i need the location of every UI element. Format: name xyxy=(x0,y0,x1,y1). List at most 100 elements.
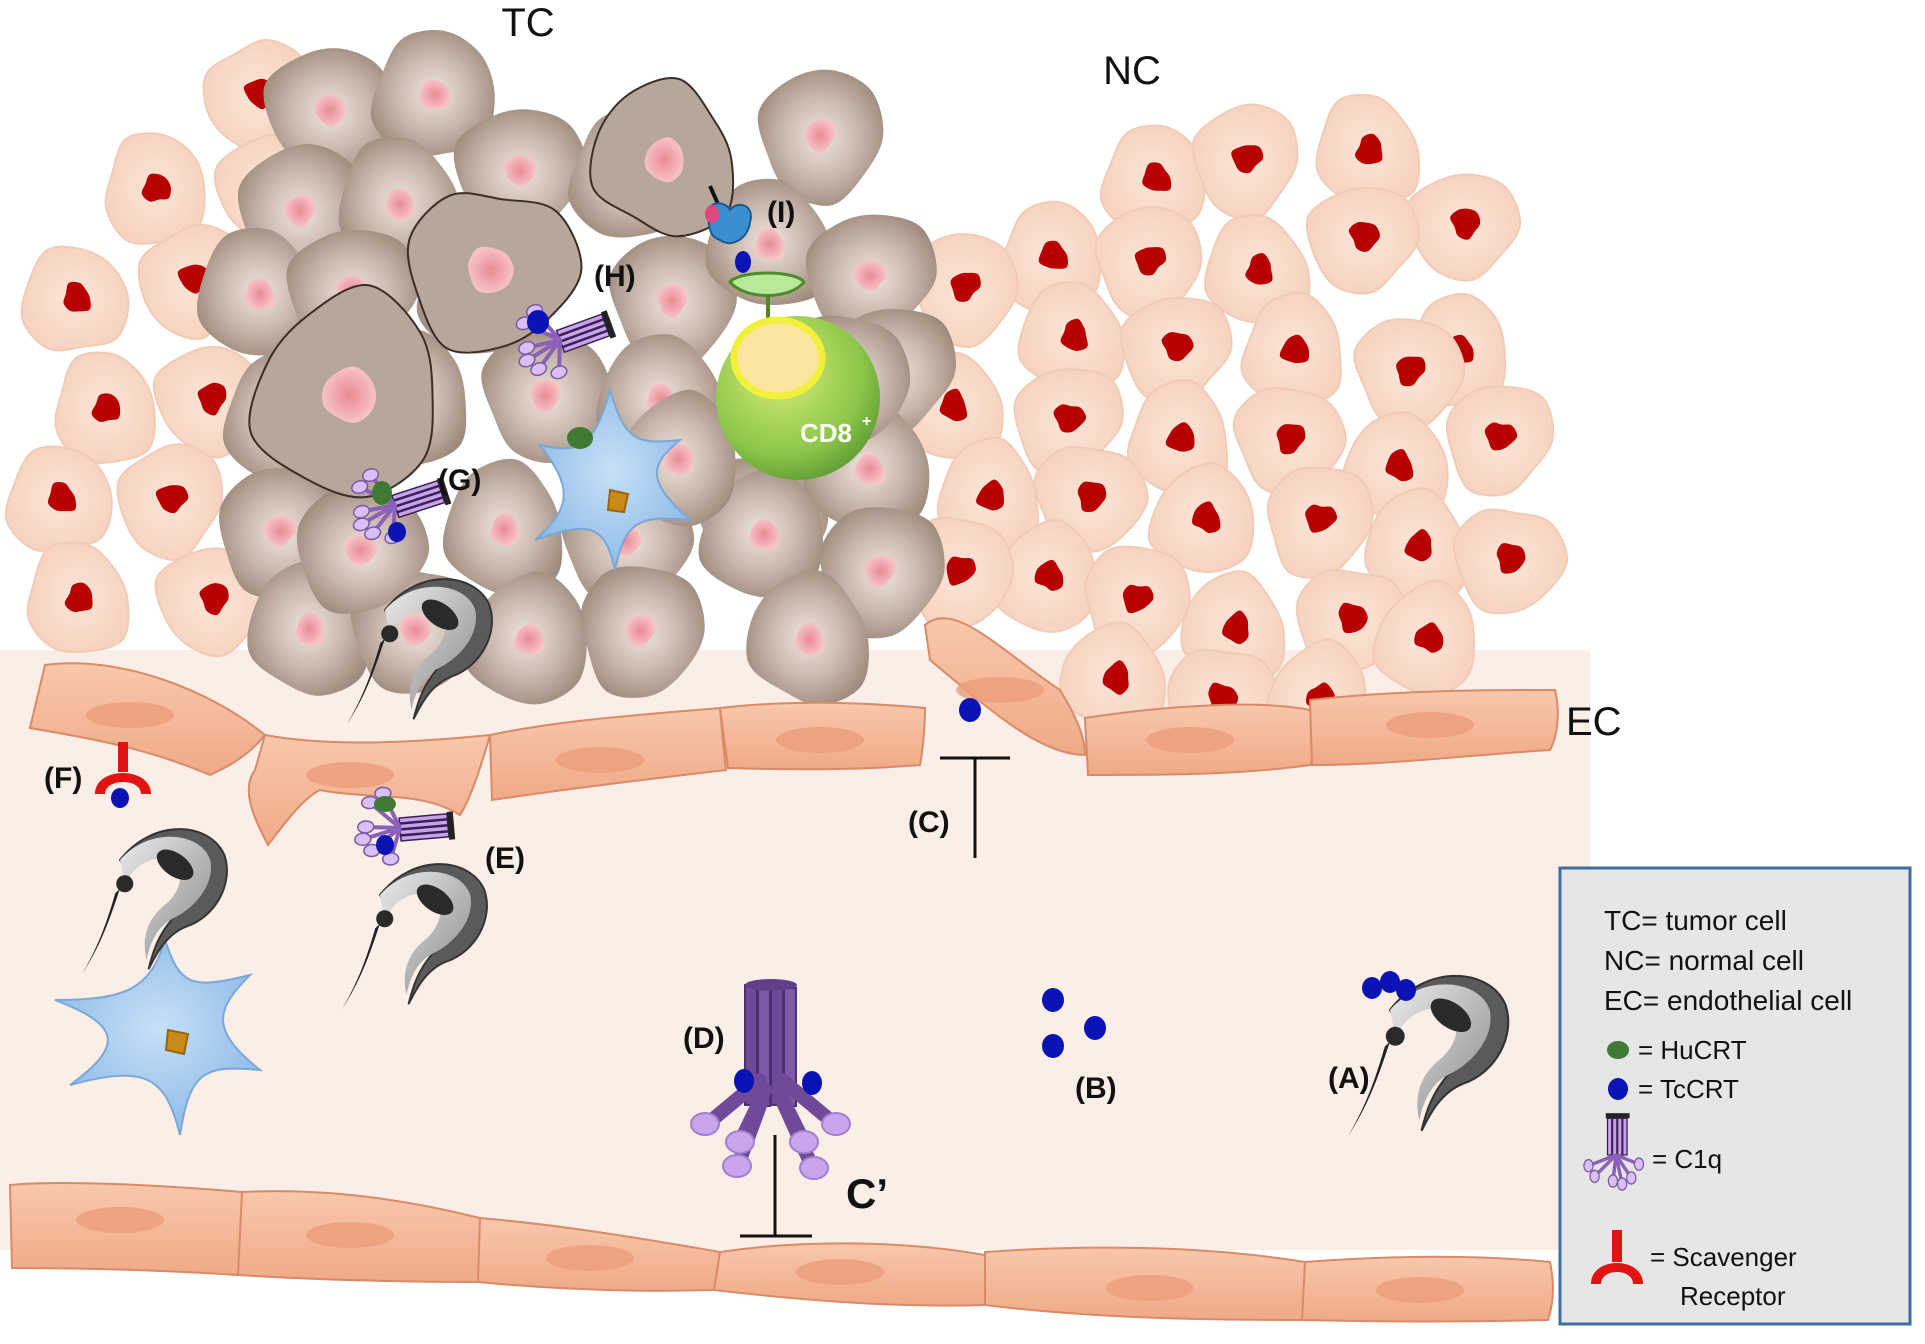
legend-tccrt: = TcCRT xyxy=(1638,1074,1739,1104)
cd8-sup: + xyxy=(862,413,871,430)
panel-label-h: (H) xyxy=(594,260,636,293)
dendritic-cell-icon xyxy=(534,386,693,571)
normal-nucleus xyxy=(141,173,171,202)
c1q-icon xyxy=(690,979,851,1238)
legend-c1q: = C1q xyxy=(1652,1144,1722,1174)
panel-label-g: (G) xyxy=(438,464,481,497)
tumor-nucleus xyxy=(468,246,514,294)
normal-nucleus xyxy=(1077,481,1107,513)
endothelium-bottom xyxy=(8,1181,1554,1323)
normal-nucleus xyxy=(63,281,91,312)
mhc-molecule-icon xyxy=(705,185,752,273)
normal-nucleus xyxy=(1122,584,1154,614)
tumor-nucleus xyxy=(419,79,451,110)
endothelial-cell-icon xyxy=(247,733,492,847)
panel-label-d: (D) xyxy=(683,1022,725,1055)
endothelial-nucleus xyxy=(1146,727,1234,753)
tumor-nucleus xyxy=(755,228,785,260)
normal-nucleus xyxy=(47,481,77,512)
tccrt-icon xyxy=(959,698,981,722)
tumor-nucleus xyxy=(322,366,377,423)
tccrt-icon xyxy=(376,835,394,855)
tumor-nucleus xyxy=(656,283,688,318)
normal-nucleus xyxy=(1034,559,1064,591)
normal-nucleus xyxy=(1414,622,1444,653)
normal-nucleus xyxy=(1348,221,1380,252)
c1q-icon xyxy=(354,786,456,866)
scavenger-receptor-icon xyxy=(1591,1230,1643,1284)
panel-label-a: (A) xyxy=(1328,1062,1370,1095)
tumor-nucleus xyxy=(489,512,519,546)
hucrt-icon xyxy=(1607,1041,1629,1059)
tccrt-icon xyxy=(734,1069,754,1093)
tccrt-icon xyxy=(111,788,129,808)
normal-nucleus xyxy=(1134,247,1167,276)
tumor-nucleus xyxy=(663,443,694,475)
normal-nucleus xyxy=(976,479,1004,511)
normal-nucleus xyxy=(197,382,227,416)
inhibition-marker xyxy=(940,698,1010,858)
hucrt-icon xyxy=(372,481,392,505)
panel-label-b: (B) xyxy=(1075,1072,1117,1105)
endothelial-nucleus xyxy=(76,1207,164,1233)
c1q-icon xyxy=(351,468,452,545)
region-label-nc: NC xyxy=(1103,49,1161,93)
tccrt-icon xyxy=(527,310,549,334)
tumor-nucleus xyxy=(644,137,684,183)
tumor-nucleus xyxy=(503,154,537,187)
normal-nucleus xyxy=(1038,240,1068,269)
endothelial-nucleus xyxy=(86,702,174,728)
tumor-nucleus xyxy=(529,379,561,413)
normal-nucleus xyxy=(939,388,968,422)
tccrt-icon xyxy=(1362,977,1382,999)
normal-nucleus xyxy=(1142,162,1172,191)
legend-hucrt: = HuCRT xyxy=(1638,1035,1747,1065)
tccrt-icon xyxy=(388,522,406,542)
tccrt-icon xyxy=(735,251,751,273)
cd8-t-cell-icon: CD8 + xyxy=(716,271,880,480)
normal-nucleus xyxy=(1192,501,1221,534)
legend-nc: NC= normal cell xyxy=(1604,945,1804,976)
tccrt-icon xyxy=(1396,979,1416,1001)
panel-label-i: (I) xyxy=(767,196,795,229)
normal-nucleus xyxy=(1450,208,1481,240)
normal-nucleus xyxy=(1276,424,1306,455)
normal-nucleus xyxy=(1102,660,1129,695)
tumor-nucleus xyxy=(294,612,324,646)
tumor-cells xyxy=(197,30,956,706)
tumor-nucleus xyxy=(794,622,824,657)
region-label-tc: TC xyxy=(501,1,554,45)
endothelial-nucleus xyxy=(306,1222,394,1248)
panel-label-c: (C) xyxy=(908,806,950,839)
trypanosome-icon xyxy=(1348,975,1510,1136)
trypanosome-icon xyxy=(82,828,228,974)
tumor-nucleus xyxy=(313,94,346,128)
legend: TC= tumor cell NC= normal cell EC= endot… xyxy=(1558,866,1912,1326)
panel-label-f: (F) xyxy=(44,762,82,795)
normal-nucleus xyxy=(1484,422,1518,451)
normal-nucleus xyxy=(64,582,93,612)
tumor-nucleus xyxy=(854,453,885,485)
legend-ec: EC= endothelial cell xyxy=(1604,985,1852,1016)
cd8-label: CD8 xyxy=(800,418,852,448)
tccrt-icon xyxy=(1380,971,1400,993)
endothelial-nucleus xyxy=(556,747,644,773)
normal-nucleus xyxy=(1385,448,1414,482)
normal-nucleus xyxy=(1305,504,1338,533)
tumor-nucleus xyxy=(385,188,415,221)
tumor-nucleus xyxy=(513,623,545,655)
c1q-icon xyxy=(1583,1113,1645,1191)
endothelial-nucleus xyxy=(306,762,394,788)
normal-nucleus xyxy=(1404,528,1432,562)
trypanosome-icon xyxy=(342,863,488,1009)
scavenger-receptor-icon xyxy=(95,742,151,794)
normal-nucleus xyxy=(91,393,121,422)
endothelium-top xyxy=(28,617,1559,847)
tccrt-icon xyxy=(1608,1078,1628,1100)
endothelial-nucleus xyxy=(546,1245,634,1271)
endothelial-nucleus xyxy=(776,727,864,753)
endothelial-nucleus xyxy=(1106,1275,1194,1301)
hucrt-icon xyxy=(374,796,396,812)
complement-label: C’ xyxy=(846,1170,888,1217)
